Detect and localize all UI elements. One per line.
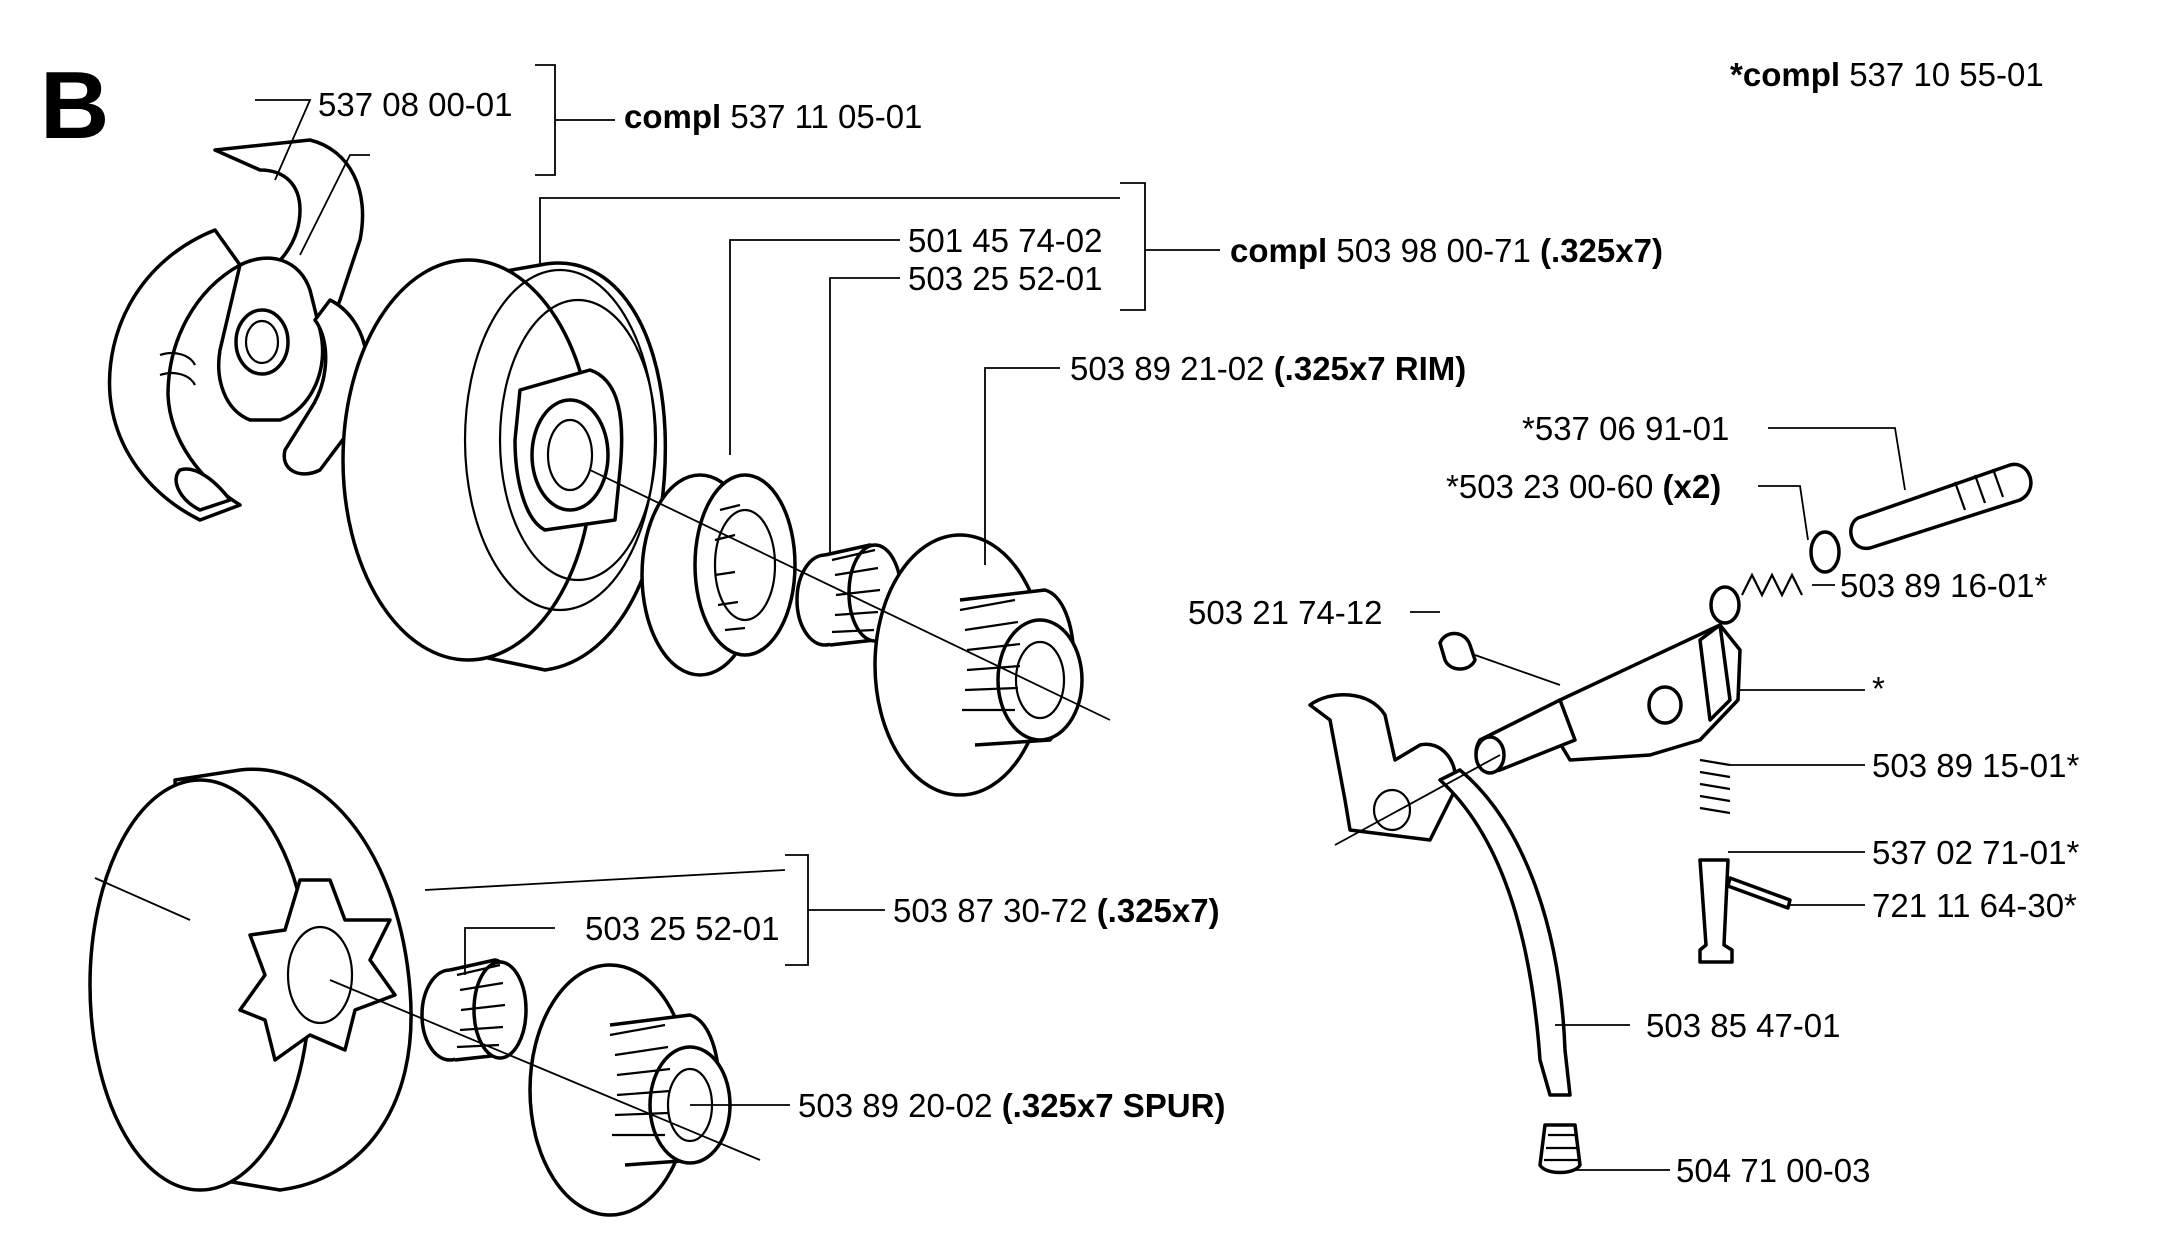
- label-drum-rim: 503 89 21-02 (.325x7 RIM): [1070, 350, 1466, 387]
- label-spur-bearing: 503 25 52-01: [585, 910, 780, 947]
- oil-pump-drawing: [1308, 462, 2033, 1175]
- label-pump-spring: 503 89 16-01*: [1840, 567, 2048, 604]
- section-letter: B: [40, 52, 109, 159]
- label-pump-plunger: 537 02 71-01*: [1872, 834, 2080, 871]
- leader-lines: [255, 64, 1906, 1171]
- label-pump-body: *: [1872, 670, 1885, 707]
- label-pump-washer: *503 23 00-60 (x2): [1446, 468, 1721, 505]
- rim-sprocket-drawing: [640, 473, 797, 677]
- label-oil-filter: 504 71 00-03: [1676, 1152, 1871, 1189]
- label-clutch-shoe: 537 08 00-01: [318, 86, 513, 123]
- spur-needle-bearing-drawing: [420, 958, 528, 1062]
- clutch-drum-spur-drawing: [88, 767, 413, 1192]
- label-pump-spring2: 503 89 15-01*: [1872, 747, 2080, 784]
- label-drum-kit-spur: 503 87 30-72 (.325x7): [893, 892, 1220, 929]
- label-pump-shaft: *537 06 91-01: [1522, 410, 1729, 447]
- label-top-right-kit: *compl 537 10 55-01: [1730, 56, 2044, 93]
- label-pump-screw: 503 21 74-12: [1188, 594, 1383, 631]
- label-clutch-kit: compl 537 11 05-01: [624, 98, 922, 135]
- rim-hub-drawing: [873, 533, 1084, 797]
- label-drum-spur: 503 89 20-02 (.325x7 SPUR): [798, 1087, 1225, 1124]
- clutch-shoe-drawing: [107, 138, 370, 522]
- label-pump-pin: 721 11 64-30*: [1872, 887, 2077, 924]
- label-drum-kit-rim: compl 503 98 00-71 (.325x7): [1230, 232, 1663, 269]
- rim-needle-bearing-drawing: [795, 543, 903, 647]
- clutch-drum-rim-drawing: [341, 258, 668, 672]
- spur-hub-drawing: [528, 963, 732, 1217]
- label-rim-bearing-b: 503 25 52-01: [908, 260, 1103, 297]
- label-oil-hose: 503 85 47-01: [1646, 1007, 1841, 1044]
- label-rim-bearing-a: 501 45 74-02: [908, 222, 1103, 259]
